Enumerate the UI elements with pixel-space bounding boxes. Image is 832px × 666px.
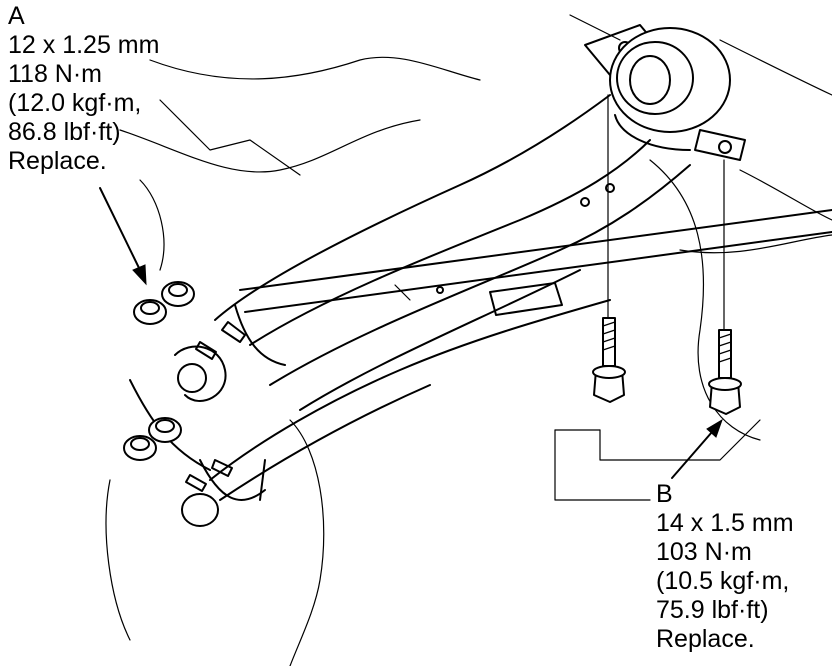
bolt-b-2	[708, 159, 742, 415]
background-outline	[105, 14, 832, 666]
nut-a-1	[161, 281, 195, 307]
callout-b-letter: B	[656, 480, 673, 508]
nut-a-4	[123, 435, 157, 461]
callout-a-torque-kgfm: (12.0 kgf·m,	[8, 89, 142, 117]
knuckle	[129, 345, 266, 527]
callout-a-torque-lbfft: 86.8 lbf·ft)	[8, 118, 121, 146]
nut-a-3	[148, 417, 182, 443]
bushing-mount	[584, 24, 746, 161]
callout-b-note: Replace.	[656, 625, 755, 653]
callout-b: B 14 x 1.5 mm 103 N·m (10.5 kgf·m, 75.9 …	[656, 480, 794, 654]
callout-b-torque-kgfm: (10.5 kgf·m,	[656, 567, 790, 595]
bolts-b	[592, 94, 742, 415]
callout-a-note: Replace.	[8, 147, 107, 175]
leader-arrow-a	[99, 187, 147, 286]
nuts-a	[123, 281, 246, 492]
leader-arrow-b	[671, 418, 723, 479]
callout-b-size: 14 x 1.5 mm	[656, 509, 794, 537]
callout-a: A 12 x 1.25 mm 118 N·m (12.0 kgf·m, 86.8…	[8, 2, 159, 176]
callout-b-torque-lbfft: 75.9 lbf·ft)	[656, 596, 769, 624]
callout-b-torque-nm: 103 N·m	[656, 538, 752, 566]
lateral-link	[239, 209, 832, 316]
callout-a-letter: A	[8, 2, 25, 30]
callout-a-size: 12 x 1.25 mm	[8, 31, 160, 59]
bolt-b-1	[592, 94, 626, 403]
nut-a-2	[133, 299, 167, 325]
trailing-arm	[209, 94, 691, 501]
callout-a-torque-nm: 118 N·m	[8, 60, 103, 88]
